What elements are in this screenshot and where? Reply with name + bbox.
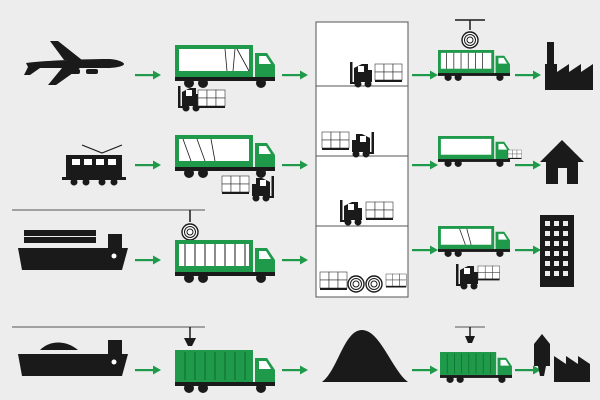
truck-icon [175,350,275,393]
truck-icon [438,50,510,81]
truck-icon [438,136,510,167]
pallet-icon [477,265,501,281]
arrow-icon [412,365,438,375]
truck-icon [438,226,510,257]
truck-icon [175,135,275,178]
crane-hook-icon [455,19,485,30]
house-icon [540,140,584,184]
silo-factory-icon [534,334,590,382]
truck-icon [175,240,275,283]
truck-icon [440,352,512,383]
bulk-ship-icon [18,340,128,376]
arrow-icon [135,255,161,265]
arrow-icon [282,160,308,170]
arrow-icon [282,365,308,375]
forklift-icon [456,264,478,290]
pallet-icon [507,149,522,160]
office-building-icon [540,215,574,287]
arrow-icon [135,160,161,170]
arrow-icon [282,70,308,80]
forklift-icon [252,176,274,202]
factory-icon [545,42,593,90]
coil-icon [181,223,199,241]
arrow-icon [135,365,161,375]
arrow-icon [515,70,541,80]
pallet-icon [197,89,226,109]
cargo-ship-icon [18,230,128,270]
crane-hook-icon [184,327,196,346]
arrow-icon [515,365,541,375]
forklift-icon [178,86,200,112]
locomotive-icon [62,144,126,186]
airplane-icon [24,41,124,85]
arrow-icon [412,70,438,80]
truck-icon [175,45,275,88]
arrow-icon [412,160,438,170]
crane-hook-icon [465,327,475,343]
arrow-icon [282,255,308,265]
arrow-icon [135,70,161,80]
arrow-icon [412,245,438,255]
warehouse-icon [315,21,409,298]
arrow-icon [515,160,541,170]
pallet-icon [221,175,250,195]
arrow-icon [515,245,541,255]
coil-icon [461,31,479,49]
bulk-pile-icon [322,330,408,382]
